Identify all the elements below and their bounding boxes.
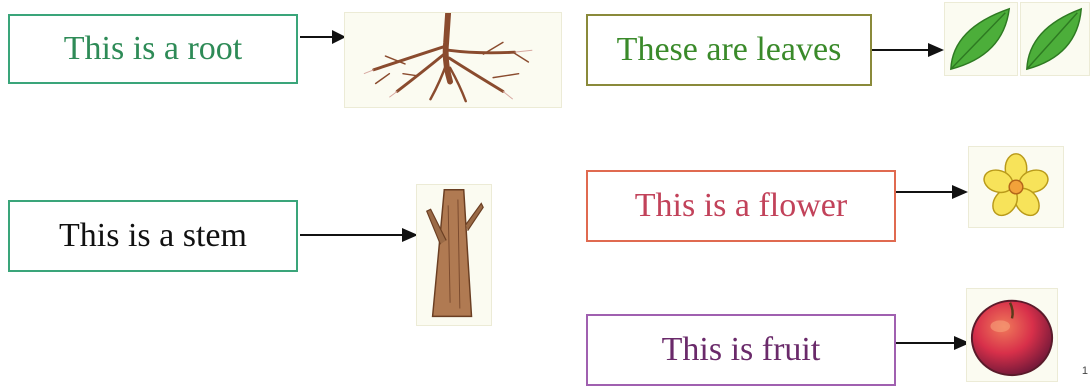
- flower-label-text: This is a flower: [635, 187, 847, 225]
- stem-label-box: This is a stem: [8, 200, 298, 272]
- leaf-illustration-1: [944, 2, 1018, 76]
- flower-illustration: [968, 146, 1064, 228]
- fruit-arrow-icon: [896, 334, 970, 352]
- root-illustration: [344, 12, 562, 108]
- fruit-label-box: This is fruit: [586, 314, 896, 386]
- leaves-arrow-icon: [872, 41, 944, 59]
- root-label-box: This is a root: [8, 14, 298, 84]
- stem-arrow-icon: [300, 226, 418, 244]
- stem-illustration: [416, 184, 492, 326]
- leaf-illustration-2: [1020, 2, 1090, 76]
- flower-label-box: This is a flower: [586, 170, 896, 242]
- root-label-text: This is a root: [64, 30, 242, 68]
- page-number: 1: [1082, 365, 1088, 377]
- leaves-label-text: These are leaves: [617, 31, 842, 69]
- stem-label-text: This is a stem: [59, 217, 247, 255]
- root-arrow-icon: [300, 28, 346, 46]
- fruit-label-text: This is fruit: [662, 331, 821, 369]
- flower-arrow-icon: [896, 183, 968, 201]
- fruit-illustration: [966, 288, 1058, 382]
- leaves-label-box: These are leaves: [586, 14, 872, 86]
